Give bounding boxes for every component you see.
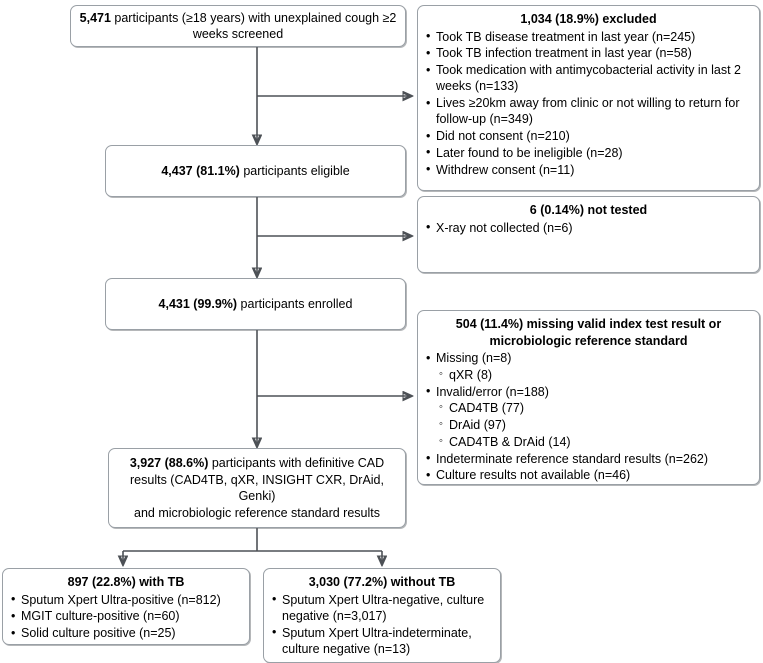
node-not-tested-title: 6 (0.14%) not tested (529, 203, 648, 217)
list-item: Took TB infection treatment in last year… (425, 45, 752, 62)
list-item: MGIT culture-positive (n=60) (10, 608, 242, 625)
node-not-tested: 6 (0.14%) not tested X-ray not collected… (417, 196, 760, 273)
list-item: Took TB disease treatment in last year (… (425, 28, 752, 45)
node-excluded: 1,034 (18.9%) excluded Took TB disease t… (417, 5, 760, 191)
list-item: Missing (n=8) (425, 349, 752, 366)
list-item: Did not consent (n=210) (425, 127, 752, 144)
node-screened: 5,471 participants (≥18 years) with unex… (70, 5, 406, 47)
node-not-tested-list: X-ray not collected (n=6) (425, 219, 752, 236)
node-screened-title: 5,471 participants (≥18 years) with unex… (79, 10, 397, 42)
node-eligible-title: 4,437 (81.1%) participants eligible (161, 163, 350, 178)
node-with-tb-title: 897 (22.8%) with TB (67, 575, 185, 589)
list-item: Indeterminate reference standard results… (425, 450, 752, 467)
list-item: Lives ≥20km away from clinic or not will… (425, 95, 752, 128)
node-missing-list: Missing (n=8) qXR (8) Invalid/error (n=1… (425, 349, 752, 484)
list-item: Sputum Xpert Ultra-positive (n=812) (10, 591, 242, 608)
list-item: X-ray not collected (n=6) (425, 219, 752, 236)
list-item: qXR (8) (425, 367, 752, 383)
node-enrolled: 4,431 (99.9%) participants enrolled (105, 278, 406, 330)
node-without-tb-list: Sputum Xpert Ultra-negative, culture neg… (271, 591, 493, 658)
node-eligible: 4,437 (81.1%) participants eligible (105, 145, 406, 197)
list-item: Took medication with antimycobacterial a… (425, 62, 752, 95)
list-item: Withdrew consent (n=11) (425, 161, 752, 178)
list-item: CAD4TB (77) (425, 400, 752, 416)
node-without-tb: 3,030 (77.2%) without TB Sputum Xpert Ul… (263, 568, 501, 663)
node-definitive: 3,927 (88.6%) participants with definiti… (108, 448, 406, 528)
list-item: Sputum Xpert Ultra-indeterminate, cultur… (271, 624, 493, 658)
list-item: DrAid (97) (425, 417, 752, 433)
list-item: Culture results not available (n=46) (425, 467, 752, 484)
list-item: Solid culture positive (n=25) (10, 624, 242, 641)
node-enrolled-title: 4,431 (99.9%) participants enrolled (158, 296, 353, 311)
node-excluded-list: Took TB disease treatment in last year (… (425, 28, 752, 178)
node-without-tb-title: 3,030 (77.2%) without TB (308, 575, 456, 589)
node-missing: 504 (11.4%) missing valid index test res… (417, 310, 760, 485)
list-item: Invalid/error (n=188) (425, 383, 752, 400)
list-item: Sputum Xpert Ultra-negative, culture neg… (271, 591, 493, 625)
node-excluded-title: 1,034 (18.9%) excluded (520, 12, 657, 26)
node-with-tb-list: Sputum Xpert Ultra-positive (n=812) MGIT… (10, 591, 242, 642)
list-item: CAD4TB & DrAid (14) (425, 434, 752, 450)
node-definitive-title: 3,927 (88.6%) participants with definiti… (129, 456, 385, 520)
list-item: Later found to be ineligible (n=28) (425, 144, 752, 161)
node-with-tb: 897 (22.8%) with TB Sputum Xpert Ultra-p… (2, 568, 250, 645)
node-missing-title: 504 (11.4%) missing valid index test res… (455, 317, 722, 348)
